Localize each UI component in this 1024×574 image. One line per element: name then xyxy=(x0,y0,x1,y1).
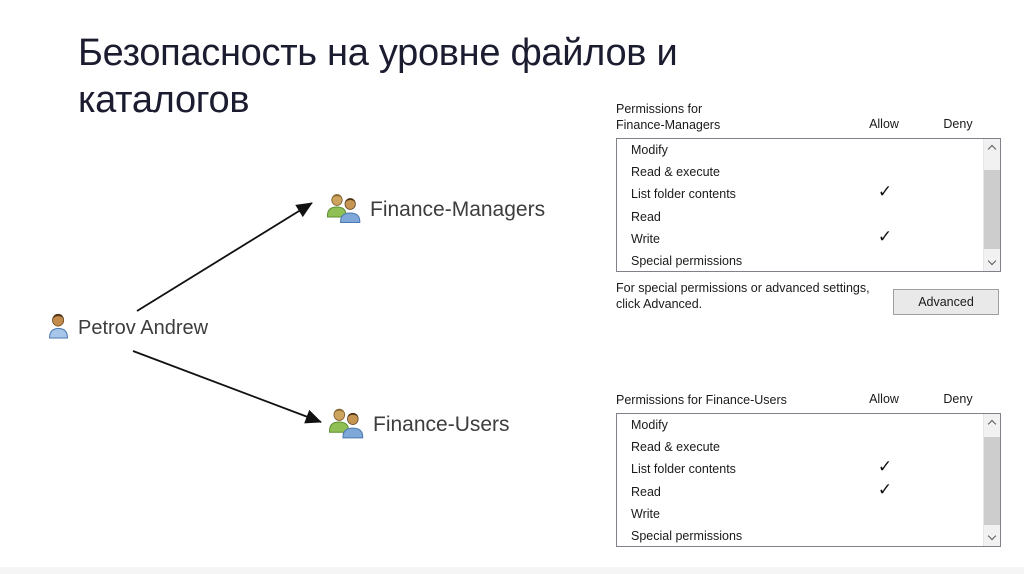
panel-title: Permissions for Finance-Users xyxy=(616,393,787,407)
arrow-user-to-managers xyxy=(136,202,313,312)
permission-row[interactable]: Write xyxy=(617,503,1000,525)
permission-label: List folder contents xyxy=(631,462,736,477)
permission-label: Write xyxy=(631,506,660,521)
permission-row[interactable]: List folder contents ✓ xyxy=(617,457,1000,480)
chevron-down-icon xyxy=(987,531,997,541)
slide-title: Безопасность на уровне файлов и каталого… xyxy=(78,30,798,124)
allow-checkmark[interactable]: ✓ xyxy=(877,457,893,478)
chevron-up-icon xyxy=(987,144,997,154)
permission-row[interactable]: Write ✓ xyxy=(617,226,1000,250)
permission-label: Modify xyxy=(631,418,668,433)
permission-row[interactable]: Special permissions xyxy=(617,250,1000,271)
allow-checkmark[interactable]: ✓ xyxy=(877,182,893,203)
permissions-panel-finance-users: Permissions for Finance-Users Allow Deny… xyxy=(616,392,1002,547)
vertical-scrollbar[interactable] xyxy=(983,414,1000,546)
permission-label: Special permissions xyxy=(631,254,743,269)
advanced-button[interactable]: Advanced xyxy=(893,289,999,315)
permission-label: Read xyxy=(631,484,661,499)
group-label-finance-managers: Finance-Managers xyxy=(370,198,546,221)
panel-header: Permissions for Finance-Managers Allow D… xyxy=(616,101,1002,133)
slide-title-line-1: Безопасность на уровне файлов и xyxy=(78,32,678,74)
advanced-hint-text: For special permissions or advanced sett… xyxy=(616,280,886,312)
panel-header: Permissions for Finance-Users Allow Deny xyxy=(616,392,1002,408)
user-group-icon xyxy=(328,406,367,444)
user-label: Petrov Andrew xyxy=(78,316,209,339)
slide-bottom-edge xyxy=(0,567,1024,574)
permission-label: Read xyxy=(631,209,661,224)
permission-label: Write xyxy=(631,231,660,246)
permission-label: Modify xyxy=(631,143,668,158)
user-icon xyxy=(48,312,72,344)
scroll-up-button[interactable] xyxy=(984,414,1000,431)
permission-label: Read & execute xyxy=(631,440,720,455)
scroll-down-button[interactable] xyxy=(984,529,1000,546)
advanced-hint-line-1: For special permissions or advanced sett… xyxy=(616,281,870,295)
scroll-down-button[interactable] xyxy=(984,254,1000,271)
slide-title-line-2: каталогов xyxy=(78,79,250,121)
permission-row[interactable]: Special permissions xyxy=(617,525,1000,546)
scrollbar-thumb[interactable] xyxy=(984,437,1000,525)
chevron-up-icon xyxy=(987,419,997,429)
allow-checkmark[interactable]: ✓ xyxy=(877,479,893,500)
permission-row[interactable]: Read ✓ xyxy=(617,479,1000,503)
vertical-scrollbar[interactable] xyxy=(983,139,1000,271)
deny-column-header: Deny xyxy=(943,117,973,131)
deny-column-header: Deny xyxy=(943,392,973,406)
permission-row[interactable]: Modify xyxy=(617,414,1000,436)
permission-label: Special permissions xyxy=(631,529,743,544)
permission-label: List folder contents xyxy=(631,187,736,202)
user-group-icon xyxy=(326,192,364,228)
panel-title-line-2: Finance-Managers xyxy=(616,118,721,132)
scroll-up-button[interactable] xyxy=(984,139,1000,156)
permission-row[interactable]: List folder contents ✓ xyxy=(617,182,1000,205)
permission-row[interactable]: Read & execute xyxy=(617,436,1000,458)
permissions-list: Modify Read & execute List folder conten… xyxy=(616,413,1001,547)
group-node-finance-users: Finance-Users xyxy=(328,406,510,444)
permissions-panel-finance-managers: Permissions for Finance-Managers Allow D… xyxy=(616,101,1002,315)
user-node-petrov: Petrov Andrew xyxy=(48,312,208,344)
allow-column-header: Allow xyxy=(869,117,899,131)
permission-row[interactable]: Modify xyxy=(617,139,1000,161)
permission-row[interactable]: Read & execute xyxy=(617,161,1000,183)
permission-row[interactable]: Read xyxy=(617,206,1000,228)
chevron-down-icon xyxy=(987,256,997,266)
arrow-user-to-users xyxy=(132,350,322,424)
scrollbar-thumb[interactable] xyxy=(984,170,1000,249)
permission-label: Read & execute xyxy=(631,165,720,180)
group-node-finance-managers: Finance-Managers xyxy=(326,192,545,228)
panel-title-line-1: Permissions for xyxy=(616,102,703,116)
allow-column-header: Allow xyxy=(869,392,899,406)
group-label-finance-users: Finance-Users xyxy=(373,413,510,436)
advanced-hint-line-2: click Advanced. xyxy=(616,297,703,311)
permissions-list: Modify Read & execute List folder conten… xyxy=(616,138,1001,272)
allow-checkmark[interactable]: ✓ xyxy=(877,226,893,247)
